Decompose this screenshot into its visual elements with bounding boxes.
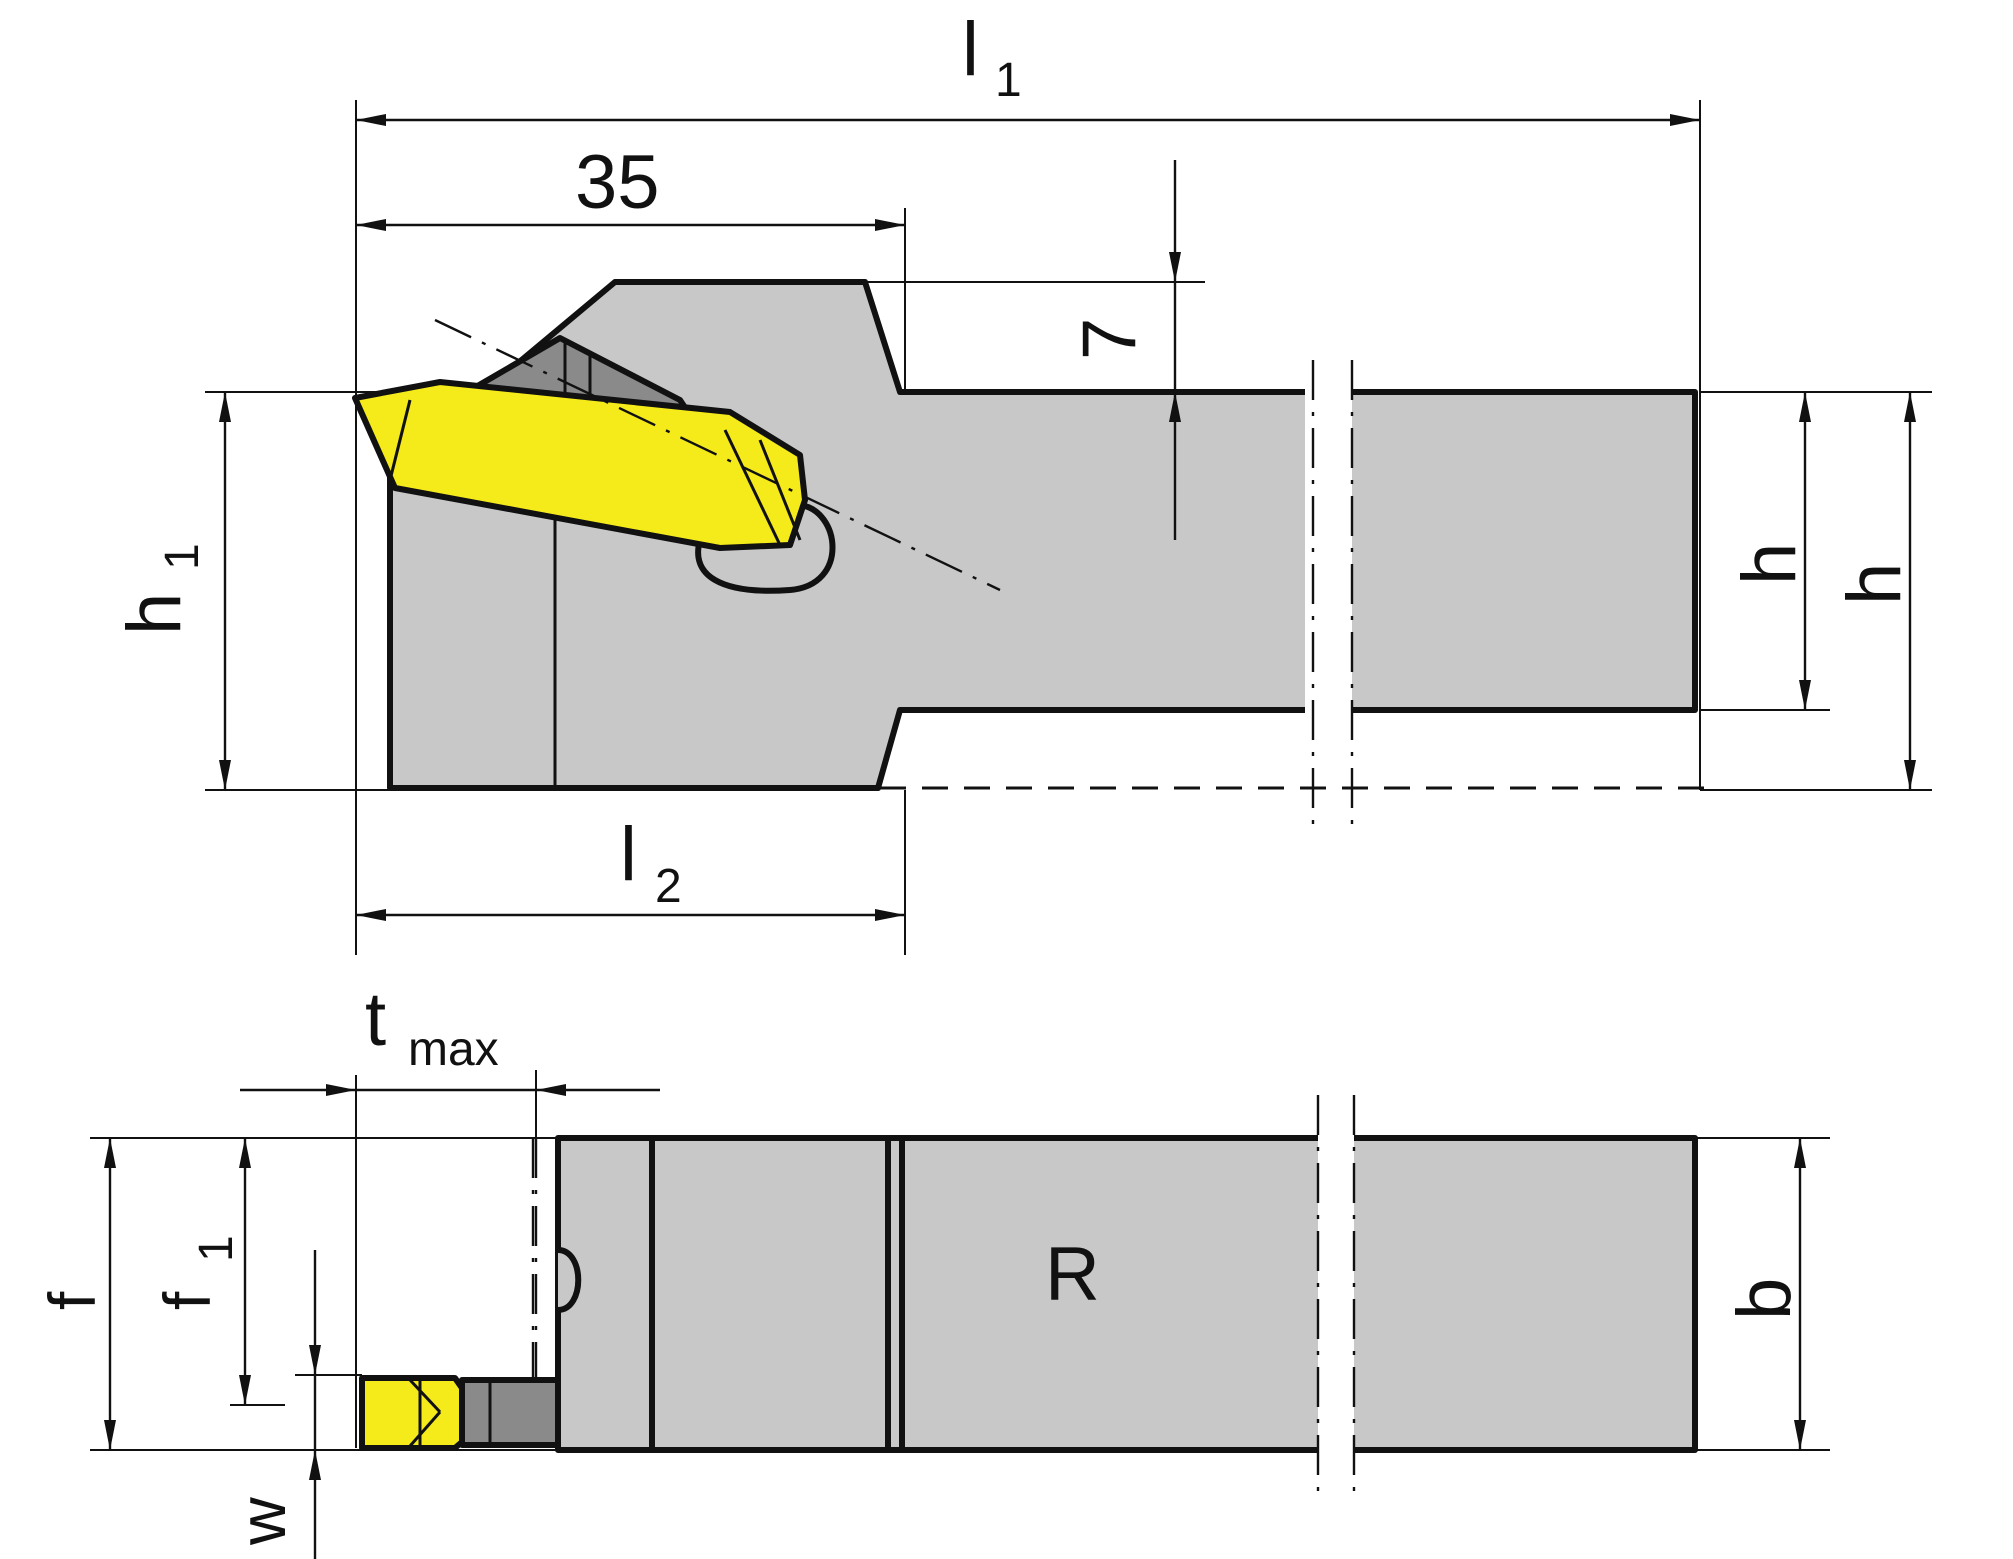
label-35: 35 [575, 140, 660, 225]
label-w: w [225, 1497, 299, 1546]
label-l2-sub: 2 [655, 860, 682, 913]
label-h-inner: h [1727, 543, 1812, 585]
holder-body-top [555, 1135, 1698, 1453]
label-tmax: t [365, 977, 386, 1062]
screw-notch [557, 1247, 582, 1313]
side-view: l 1 35 7 h 1 h h l 2 [112, 7, 1932, 955]
label-7: 7 [1067, 318, 1152, 360]
label-hand-r: R [1045, 1232, 1100, 1317]
insert-axis-line [434, 318, 1001, 592]
label-h-outer: h [1832, 563, 1917, 605]
label-f1: f [150, 1291, 224, 1310]
label-h1-sub: 1 [156, 543, 209, 570]
label-b: b [1722, 1278, 1807, 1320]
label-f: f [35, 1291, 109, 1310]
label-h1: h [112, 593, 197, 635]
cutting-insert [352, 379, 808, 551]
clamp-block-top [459, 1377, 561, 1448]
label-l1: l [962, 7, 979, 92]
label-l2: l [620, 812, 637, 897]
shank-break-gap-top [1318, 1125, 1354, 1465]
top-view: t max f f 1 w b R [35, 977, 1830, 1559]
label-f1-sub: 1 [190, 1235, 243, 1262]
label-tmax-sub: max [408, 1023, 499, 1076]
cutting-insert-top [359, 1375, 465, 1451]
label-l1-sub: 1 [995, 54, 1022, 107]
